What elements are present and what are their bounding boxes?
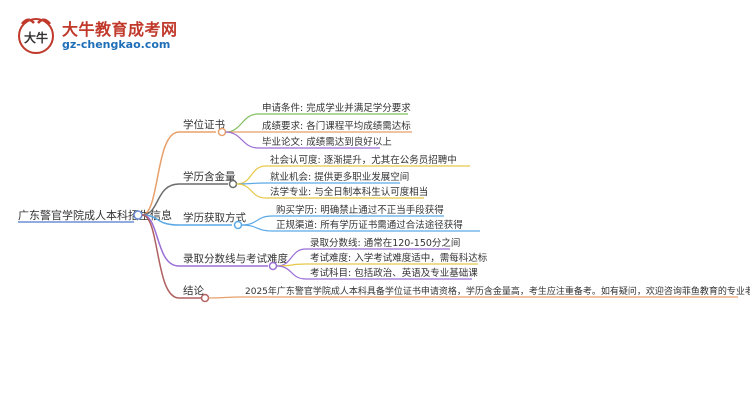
branch-node-dot xyxy=(233,220,243,230)
branch-label: 结论 xyxy=(183,284,204,297)
leaf-label: 申请条件: 完成学业并满足学分要求 xyxy=(262,102,411,114)
leaf-connector xyxy=(241,224,273,232)
leaf-label: 成绩要求: 各门课程平均成绩需达标 xyxy=(262,120,411,132)
branch-label: 学历含金量 xyxy=(183,170,236,183)
leaf-label: 考试难度: 入学考试难度适中，需每科达标 xyxy=(310,252,488,264)
root-node-dot xyxy=(133,210,143,220)
leaf-connector xyxy=(225,131,259,149)
leaf-label: 正规渠道: 所有学历证书需通过合法途径获得 xyxy=(276,219,463,231)
bull-logo-icon: 大牛 xyxy=(18,18,54,54)
leaf-label: 法学专业: 与全日制本科生认可度相当 xyxy=(270,186,428,198)
branch-label: 学位证书 xyxy=(183,118,225,131)
branch-connector xyxy=(141,131,180,216)
leaf-label: 毕业论文: 成绩需达到良好以上 xyxy=(262,136,392,148)
branch-connector xyxy=(141,214,180,299)
branch-node-dot xyxy=(268,261,278,271)
branch-node-dot xyxy=(200,293,210,303)
leaf-connector xyxy=(276,265,307,280)
leaf-connector xyxy=(241,215,273,226)
branch-node-dot xyxy=(228,179,238,189)
brand-title: 大牛教育成考网 xyxy=(62,20,178,39)
leaf-connector xyxy=(225,113,259,133)
branch-connector xyxy=(141,214,180,267)
leaf-label: 录取分数线: 通常在120-150分之间 xyxy=(310,237,460,249)
branch-label: 录取分数线与考试难度 xyxy=(183,252,288,265)
brand-url[interactable]: gz-chengkao.com xyxy=(62,38,171,51)
leaf-label: 购买学历: 明确禁止通过不正当手段获得 xyxy=(276,204,444,216)
leaf-label: 2025年广东警官学院成人本科具备学位证书申请资格，学历含金量高，考生应注重备考… xyxy=(245,285,750,297)
leaf-connector xyxy=(236,165,267,185)
branch-node-dot xyxy=(217,127,227,137)
leaf-label: 考试科目: 包括政治、英语及专业基础课 xyxy=(310,267,478,279)
branch-connector xyxy=(141,183,180,216)
logo-mark-text: 大牛 xyxy=(24,30,48,45)
leaf-connector xyxy=(208,296,242,299)
leaf-label: 就业机会: 提供更多职业发展空间 xyxy=(270,171,409,183)
root-node-label: 广东警官学院成人本科招生信息 xyxy=(18,208,172,222)
site-logo[interactable]: 大牛 大牛教育成考网 gz-chengkao.com xyxy=(16,14,196,58)
leaf-label: 社会认可度: 逐渐提升，尤其在公务员招聘中 xyxy=(270,154,457,166)
branch-label: 学历获取方式 xyxy=(183,211,246,224)
leaf-connector xyxy=(236,183,267,199)
